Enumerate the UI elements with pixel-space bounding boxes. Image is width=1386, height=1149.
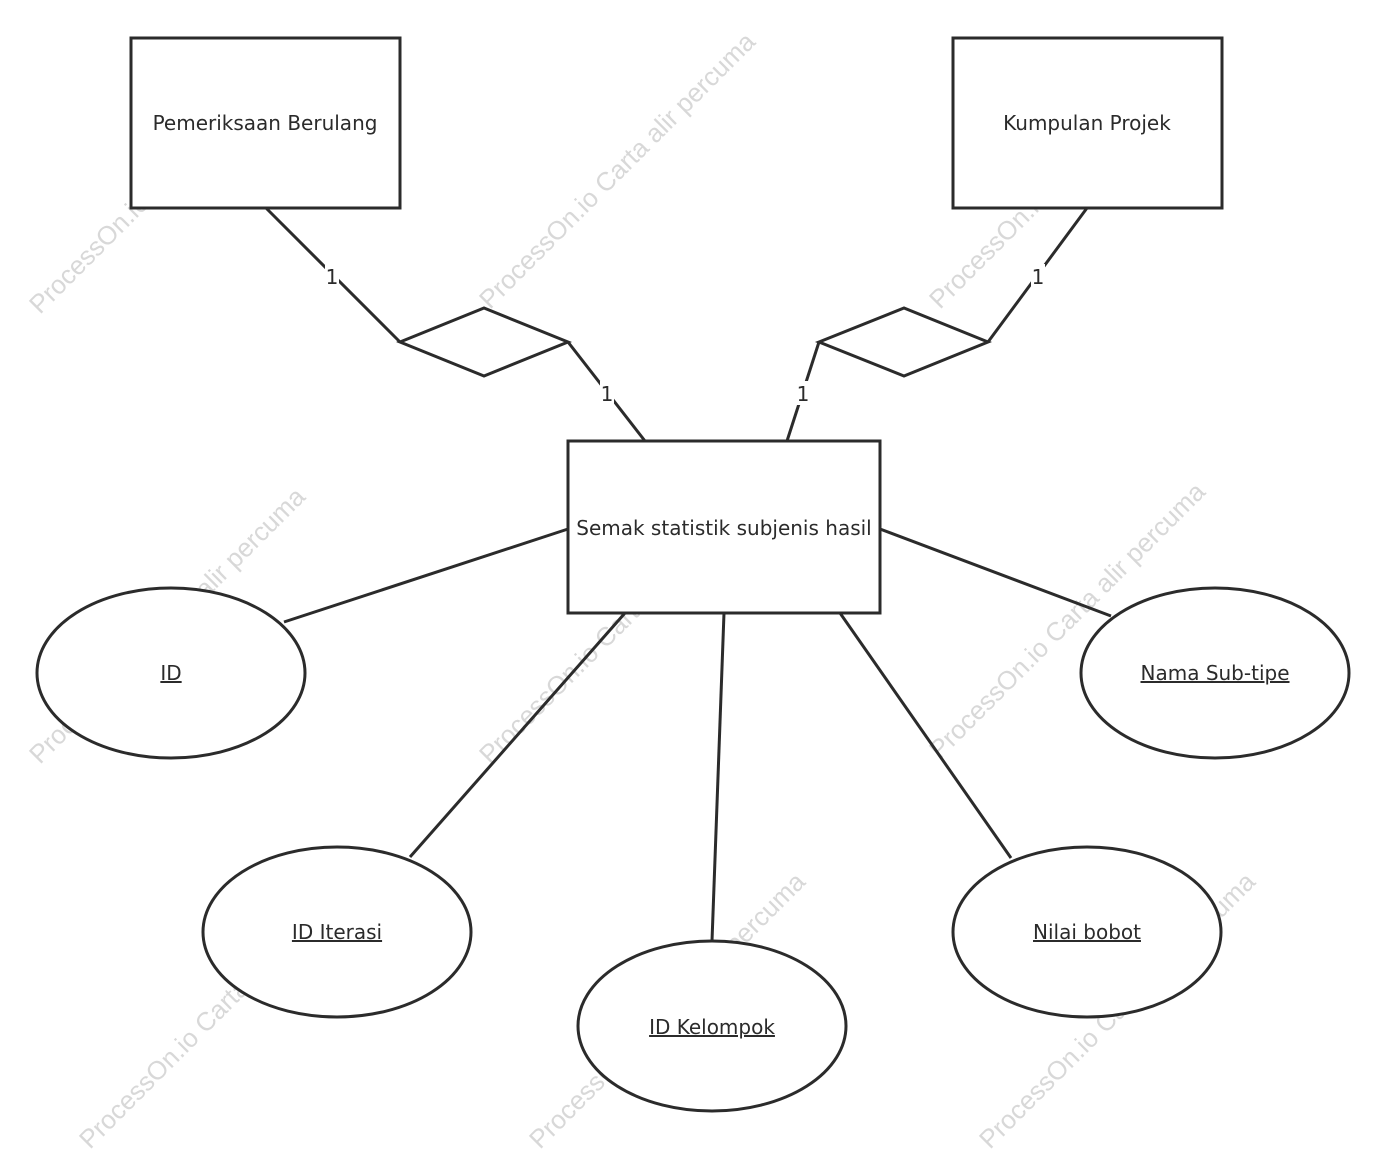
attribute-id-label: ID xyxy=(160,661,181,685)
attribute-weight-value-label: Nilai bobot xyxy=(1033,920,1141,944)
connector-center-to-iteration-id[interactable] xyxy=(408,612,627,858)
entity-top-right[interactable]: Kumpulan Projek xyxy=(951,36,1224,210)
entity-center-label: Semak statistik subjenis hasil xyxy=(576,516,871,540)
attribute-iteration-id-label: ID Iterasi xyxy=(292,920,382,944)
connector-center-to-group-id[interactable] xyxy=(710,612,726,942)
entity-top-left-label: Pemeriksaan Berulang xyxy=(153,111,378,135)
cardinality-left-upper: 1 xyxy=(326,265,339,289)
entity-top-left[interactable]: Pemeriksaan Berulang xyxy=(129,36,402,210)
entity-top-right-label: Kumpulan Projek xyxy=(1003,111,1171,135)
cardinality-right-lower: 1 xyxy=(797,382,810,406)
attribute-iteration-id[interactable]: ID Iterasi xyxy=(201,845,473,1019)
cardinality-right-upper: 1 xyxy=(1032,265,1045,289)
connector-center-to-weight-value[interactable] xyxy=(838,612,1013,859)
attribute-id[interactable]: ID xyxy=(35,586,307,760)
cardinality-labels: 1 1 1 1 xyxy=(325,264,1045,406)
attribute-subtype-name-label: Nama Sub-tipe xyxy=(1141,661,1290,685)
attribute-weight-value[interactable]: Nilai bobot xyxy=(951,845,1223,1019)
attribute-group-id-label: ID Kelompok xyxy=(649,1015,775,1039)
relationship-diamond-right[interactable] xyxy=(814,306,992,378)
watermark: ProcessOn.io Carta alir percuma xyxy=(473,26,761,314)
connector-center-to-id[interactable] xyxy=(283,527,569,624)
relationship-diamond-left[interactable] xyxy=(396,306,572,378)
connector-center-to-subtype-name[interactable] xyxy=(879,527,1112,618)
attribute-group-id[interactable]: ID Kelompok xyxy=(576,939,848,1113)
entity-center[interactable]: Semak statistik subjenis hasil xyxy=(566,439,882,615)
cardinality-left-lower: 1 xyxy=(601,382,614,406)
attribute-subtype-name[interactable]: Nama Sub-tipe xyxy=(1079,586,1351,760)
